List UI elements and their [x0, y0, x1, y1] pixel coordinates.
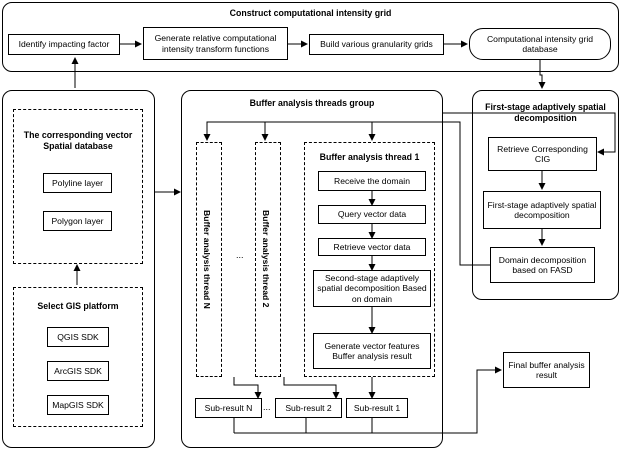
arrow-feedback-to-retrieve: [443, 112, 616, 156]
first-stage-decomp-box: First-stage adaptively spatial decomposi…: [483, 191, 601, 229]
receive-domain-box: Receive the domain: [318, 171, 426, 191]
arrow-domain-to-threads: [203, 121, 490, 266]
domain-decomp-fasd-box: Domain decomposition based on FASD: [490, 247, 595, 283]
vector-database-panel: [13, 109, 143, 264]
mapgis-sdk-box: MapGIS SDK: [47, 395, 109, 415]
query-vector-box: Query vector data: [318, 205, 426, 224]
thread-2-panel: [255, 142, 281, 377]
vector-database-title: The corresponding vector Spatial databas…: [23, 130, 133, 151]
polygon-layer-box: Polygon layer: [43, 211, 112, 231]
sub-result-n-box: Sub-result N: [195, 398, 262, 418]
arrow-thread-2-to-sub-2: [283, 377, 340, 399]
first-stage-group: [472, 90, 619, 300]
first-stage-title: First-stage adaptively spatial decomposi…: [485, 102, 606, 123]
thread-n-label: Buffer analysis thread N: [202, 210, 212, 309]
arrow-merge-to-final: [234, 366, 502, 434]
final-result-box: Final buffer analysis result: [503, 352, 590, 388]
gis-platform-title: Select GIS platform: [37, 301, 119, 311]
threads-ellipsis: ...: [236, 250, 244, 260]
qgis-sdk-box: QGIS SDK: [47, 327, 109, 347]
construct-grid-title: Construct computational intensity grid: [229, 8, 392, 18]
thread-1-panel: [304, 142, 435, 377]
second-stage-decomp-box: Second-stage adaptively spatial decompos…: [313, 270, 431, 307]
sub-result-2-box: Sub-result 2: [275, 398, 342, 418]
retrieve-vector-box: Retrieve vector data: [318, 238, 426, 256]
gis-platform-panel: [13, 287, 143, 427]
polyline-layer-box: Polyline layer: [43, 173, 112, 193]
thread-2-label: Buffer analysis thread 2: [261, 210, 271, 308]
thread-n-panel: [196, 142, 222, 377]
buffer-threads-group: [181, 90, 443, 448]
buffer-threads-title: Buffer analysis threads group: [249, 98, 375, 108]
sub-result-1-box: Sub-result 1: [346, 398, 408, 418]
retrieve-cig-box: Retrieve Corresponding CIG: [488, 137, 597, 171]
build-grids-box: Build various granularity grids: [309, 34, 444, 55]
thread-1-title: Buffer analysis thread 1: [319, 152, 420, 162]
generate-functions-box: Generate relative computational intensit…: [143, 27, 288, 60]
arrow-database-to-first-stage: [538, 60, 546, 89]
intensity-grid-database-box: Computational intensity grid database: [469, 28, 611, 60]
construct-grid-group: [2, 2, 619, 72]
identify-factor-box: Identify impacting factor: [8, 34, 120, 55]
arcgis-sdk-box: ArcGIS SDK: [47, 361, 109, 381]
sub-results-ellipsis: ...: [263, 402, 271, 412]
arrow-thread-n-to-sub-n: [233, 377, 262, 399]
left-source-group: [2, 90, 155, 448]
generate-buffer-result-box: Generate vector features Buffer analysis…: [313, 333, 431, 369]
